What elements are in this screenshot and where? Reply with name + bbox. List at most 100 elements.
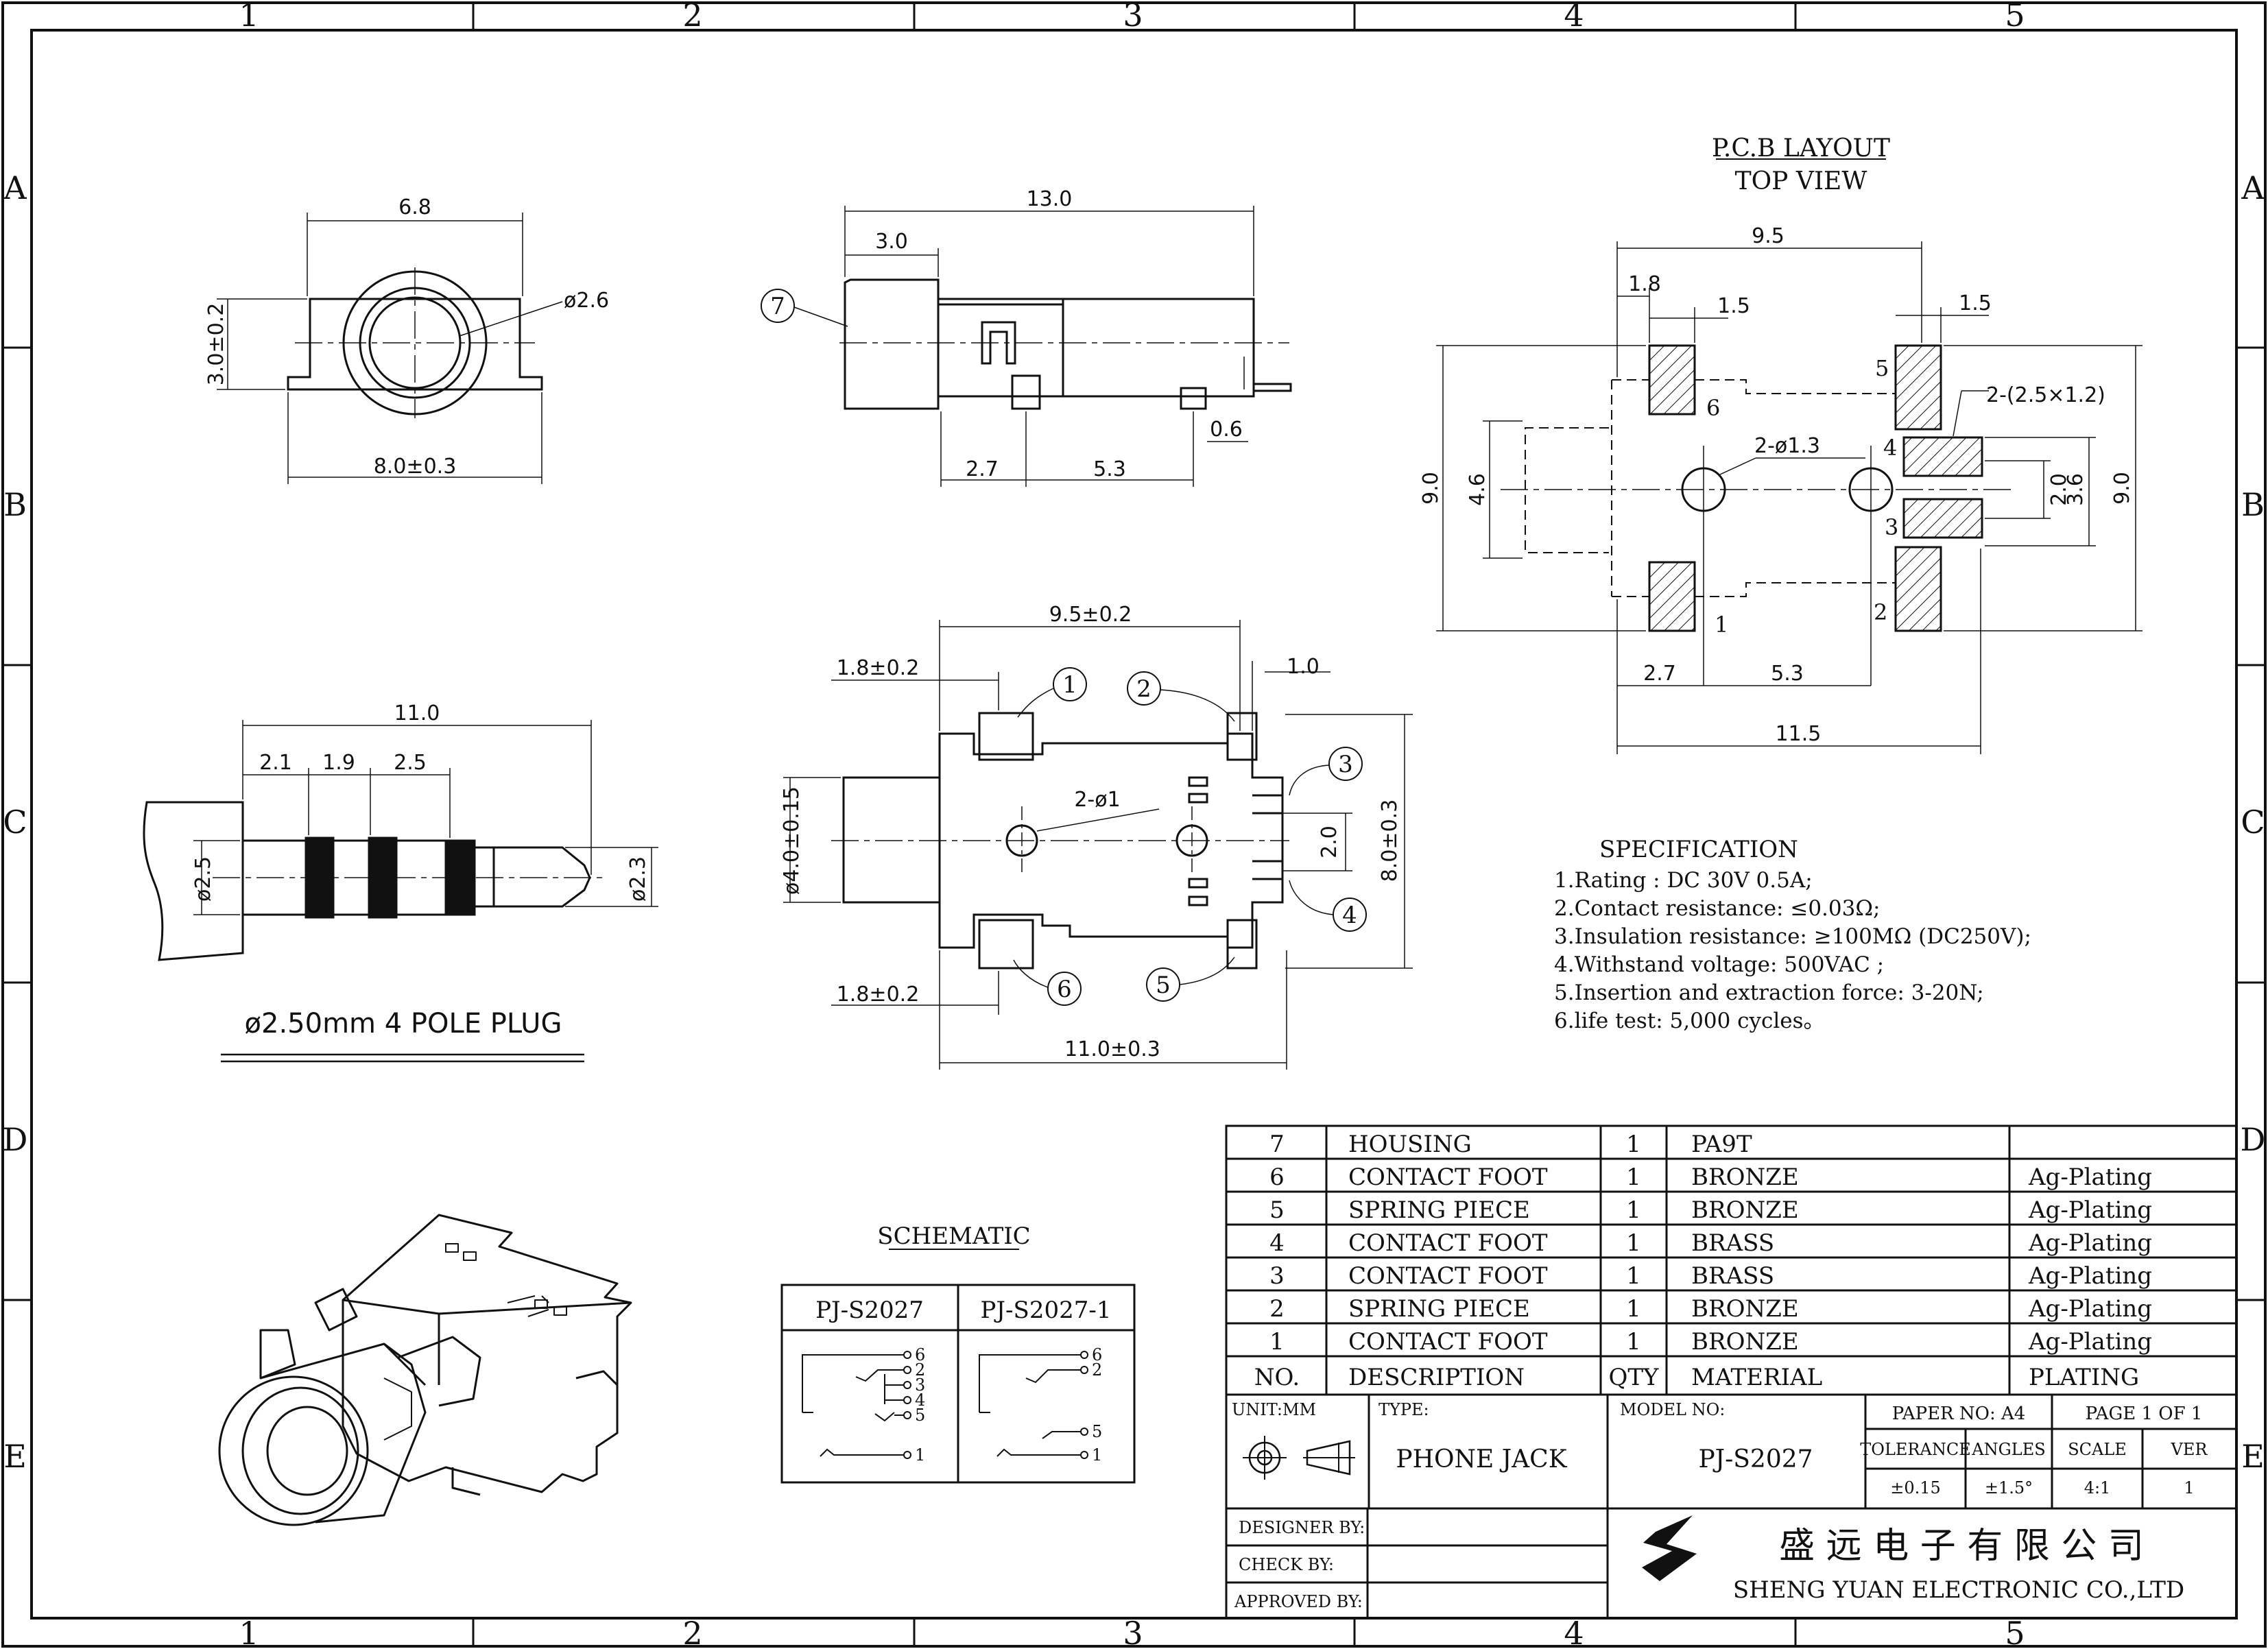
- bom-desc: CONTACT FOOT: [1348, 1328, 1548, 1356]
- spec-line: 4.Withstand voltage: 500VAC ;: [1554, 952, 1884, 977]
- dim-label: 1.0: [1287, 655, 1320, 679]
- dim-label: 1.5: [1717, 294, 1750, 318]
- dim-label: 0.6: [1210, 418, 1243, 442]
- bom-qty: 1: [1626, 1229, 1641, 1257]
- bom-row: 2 SPRING PIECE 1 BRONZE Ag-Plating: [1269, 1295, 2152, 1323]
- bom-qty: 1: [1626, 1262, 1641, 1290]
- dim-label: 9.0: [2110, 472, 2134, 505]
- bom-plating: Ag-Plating: [2028, 1196, 2152, 1224]
- bom-no: 5: [1269, 1196, 1285, 1224]
- dim-label: 2-(2.5×1.2): [1986, 383, 2105, 407]
- balloon-label: 2: [1136, 675, 1151, 703]
- paper-no: PAPER NO: A4: [1892, 1404, 2026, 1424]
- bom-material: BRONZE: [1691, 1196, 1799, 1224]
- dim-label: 4.6: [1466, 473, 1490, 506]
- bottom-view-dims: 9.5±0.2 1.8±0.2 1.0 2-ø1 ø4.0±0.15 8.0±0…: [780, 603, 1402, 1061]
- dim-label: 1.8±0.2: [837, 656, 920, 680]
- col-label-bottom: 3: [1123, 1615, 1143, 1649]
- bom-row: 4 CONTACT FOOT 1 BRASS Ag-Plating: [1269, 1229, 2152, 1257]
- side-view: [761, 206, 1292, 487]
- spec-line: 6.life test: 5,000 cycles。: [1554, 1009, 1825, 1033]
- bom-material: BRASS: [1691, 1229, 1774, 1257]
- scale-label: SCALE: [2068, 1440, 2127, 1459]
- side-view-dims: 13.0 3.0 7 2.7 5.3 0.6: [770, 187, 1243, 481]
- dim-label: 2.7: [966, 457, 999, 481]
- front-view-dims: 6.8 8.0±0.3 ø2.6 3.0±0.2: [204, 195, 609, 479]
- row-label-left: C: [3, 804, 27, 841]
- pcb-labels: P.C.B LAYOUT TOP VIEW 9.5 1.8 1.5 1.5 2-…: [1419, 134, 2134, 746]
- row-label-right: E: [2241, 1438, 2265, 1475]
- type-label: TYPE:: [1378, 1400, 1429, 1419]
- bom-no: 4: [1269, 1229, 1285, 1257]
- bom-no: 3: [1269, 1262, 1285, 1290]
- bom-header-row: NO. DESCRIPTION QTY MATERIAL PLATING: [1254, 1364, 2139, 1391]
- col-label-top: 3: [1123, 0, 1143, 34]
- dim-label: ø2.5: [191, 856, 215, 902]
- dim-label: 2.7: [1643, 662, 1676, 686]
- bom-material: BRONZE: [1691, 1164, 1799, 1191]
- row-label-left: D: [3, 1121, 28, 1158]
- bom-material: BRONZE: [1691, 1295, 1799, 1323]
- col-label-top: 5: [2005, 0, 2025, 34]
- dim-label: 9.0: [1419, 472, 1443, 505]
- frame-labels: 1 2 3 4 5 1 2 3 4 5 A B C D E A B C D E: [3, 0, 2266, 1649]
- bom-plating: Ag-Plating: [2028, 1229, 2152, 1257]
- pcb-layout: [1436, 158, 2142, 754]
- dim-label: ø4.0±0.15: [780, 786, 804, 895]
- schematic: [780, 1249, 1136, 1484]
- page-no: PAGE 1 OF 1: [2086, 1404, 2203, 1424]
- designer-label: DESIGNER BY:: [1239, 1518, 1365, 1537]
- col-label-bottom: 4: [1564, 1615, 1584, 1649]
- pcb-title: P.C.B LAYOUT: [1712, 134, 1890, 163]
- dim-label: 1.8±0.2: [837, 983, 920, 1007]
- pin-label: 5: [1092, 1422, 1102, 1441]
- ver-value: 1: [2184, 1478, 2194, 1497]
- dim-label: 3.0±0.2: [204, 303, 228, 386]
- type-value: PHONE JACK: [1396, 1445, 1567, 1473]
- dim-label: 1.8: [1628, 272, 1661, 296]
- dim-label: 1.5: [1959, 291, 1992, 315]
- specification: SPECIFICATION 1.Rating : DC 30V 0.5A; 2.…: [1554, 836, 2031, 1033]
- dim-label: 3.0: [875, 230, 908, 254]
- dim-label: 2-ø1: [1074, 788, 1120, 812]
- bom-rows: 7 HOUSING 1 PA9T 6 CONTACT FOOT 1 BRONZE…: [1254, 1131, 2152, 1391]
- isometric-view: [218, 1214, 632, 1526]
- dim-label: ø2.6: [564, 289, 609, 313]
- pad-label: 4: [1883, 435, 1897, 461]
- pin-label: 6: [1092, 1345, 1102, 1364]
- bottom-view: [783, 620, 1413, 1070]
- front-view: [217, 213, 563, 484]
- angles-label: ANGLES: [1971, 1440, 2045, 1459]
- pin-label: 1: [915, 1445, 925, 1465]
- company-name-cn: 盛 远 电 子 有 限 公 司: [1779, 1526, 2144, 1567]
- check-label: CHECK BY:: [1239, 1555, 1334, 1574]
- dim-label: 5.3: [1093, 457, 1126, 481]
- dim-label: 2.1: [259, 751, 292, 775]
- bom-header-desc: DESCRIPTION: [1348, 1364, 1525, 1391]
- bom-qty: 1: [1626, 1196, 1641, 1224]
- col-label-bottom: 5: [2005, 1615, 2025, 1649]
- bom-desc: CONTACT FOOT: [1348, 1229, 1548, 1257]
- bom-desc: CONTACT FOOT: [1348, 1262, 1548, 1290]
- dim-label: 2.5: [394, 751, 427, 775]
- title-block-labels: UNIT:MM TYPE: PHONE JACK MODEL NO: PJ-S2…: [1232, 1400, 2208, 1611]
- bom-no: 7: [1269, 1131, 1285, 1158]
- dim-label: 11.5: [1776, 722, 1822, 746]
- col-label-top: 1: [239, 0, 259, 34]
- pad-label: 3: [1885, 514, 1898, 540]
- schematic-col-label: PJ-S2027: [815, 1297, 924, 1324]
- schematic-labels: SCHEMATIC PJ-S2027 PJ-S2027-1 6 2 3 4 5 …: [815, 1223, 1111, 1465]
- row-label-right: C: [2241, 804, 2265, 841]
- dim-label: 13.0: [1027, 187, 1073, 211]
- bom-plating: Ag-Plating: [2028, 1262, 2152, 1290]
- bom-row: 5 SPRING PIECE 1 BRONZE Ag-Plating: [1269, 1196, 2152, 1224]
- title-block: [1225, 1393, 2238, 1620]
- pin-label: 3: [915, 1375, 925, 1395]
- scale-value: 4:1: [2084, 1478, 2111, 1497]
- balloon-label: 7: [770, 293, 785, 320]
- row-label-right: B: [2241, 486, 2265, 523]
- tolerance-value: ±0.15: [1890, 1478, 1941, 1497]
- company-name-en: SHENG YUAN ELECTRONIC CO.,LTD: [1733, 1576, 2184, 1604]
- dim-label: 5.3: [1771, 662, 1804, 686]
- row-label-right: A: [2241, 169, 2265, 206]
